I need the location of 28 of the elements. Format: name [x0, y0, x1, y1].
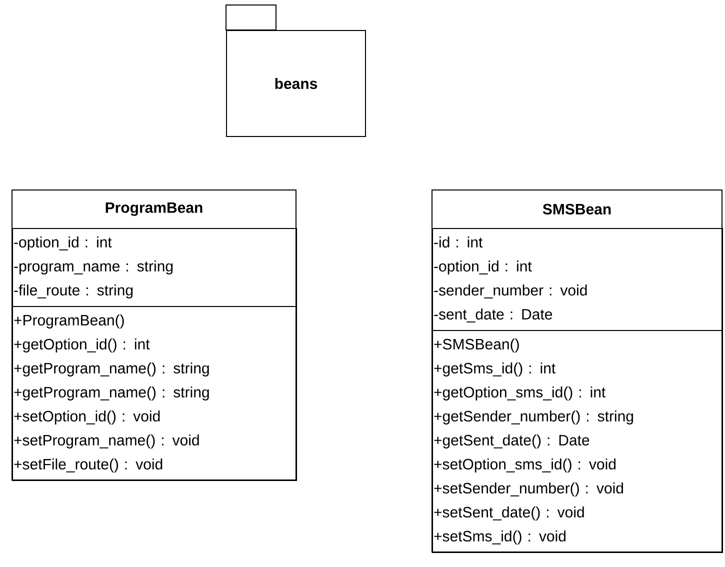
member-text: +getProgram_name() : string [14, 386, 209, 400]
member-text: -id : int [434, 236, 483, 248]
member-text: -sender_number : void [434, 284, 587, 298]
compartment [12, 306, 297, 481]
member-text: +setSender_number() : void [434, 482, 624, 496]
member-text: +getSender_number() : string [434, 410, 634, 424]
member-text: -option_id : int [434, 260, 532, 275]
member-text: +setSent_date() : void [434, 506, 584, 520]
package: beans [226, 30, 366, 137]
member-text: +getOption_id() : int [14, 338, 150, 352]
member-text: +ProgramBean() [14, 314, 124, 328]
compartment [432, 330, 723, 553]
member-text: +SMSBean() [434, 338, 519, 352]
compartment [432, 228, 723, 331]
member-text: +getProgram_name() : string [14, 362, 209, 376]
member-text: -file_route : string [14, 284, 133, 298]
member-text: +setProgram_name() : void [14, 434, 199, 448]
member-text: +setSms_id() : void [434, 530, 566, 544]
member-text: -option_id : int [14, 236, 112, 250]
member-text: -program_name : string [14, 260, 173, 274]
member-text: +setOption_id() : void [14, 410, 160, 424]
member-text: +setOption_sms_id() : void [434, 458, 616, 472]
member-text: -sent_date : Date [434, 308, 552, 322]
member-text: +setFile_route() : void [14, 458, 162, 472]
compartment [12, 228, 297, 307]
member-text: +getSms_id() : int [434, 362, 556, 376]
member-text: +getOption_sms_id() : int [434, 386, 606, 400]
member-text: +getSent_date() : Date [434, 434, 590, 448]
